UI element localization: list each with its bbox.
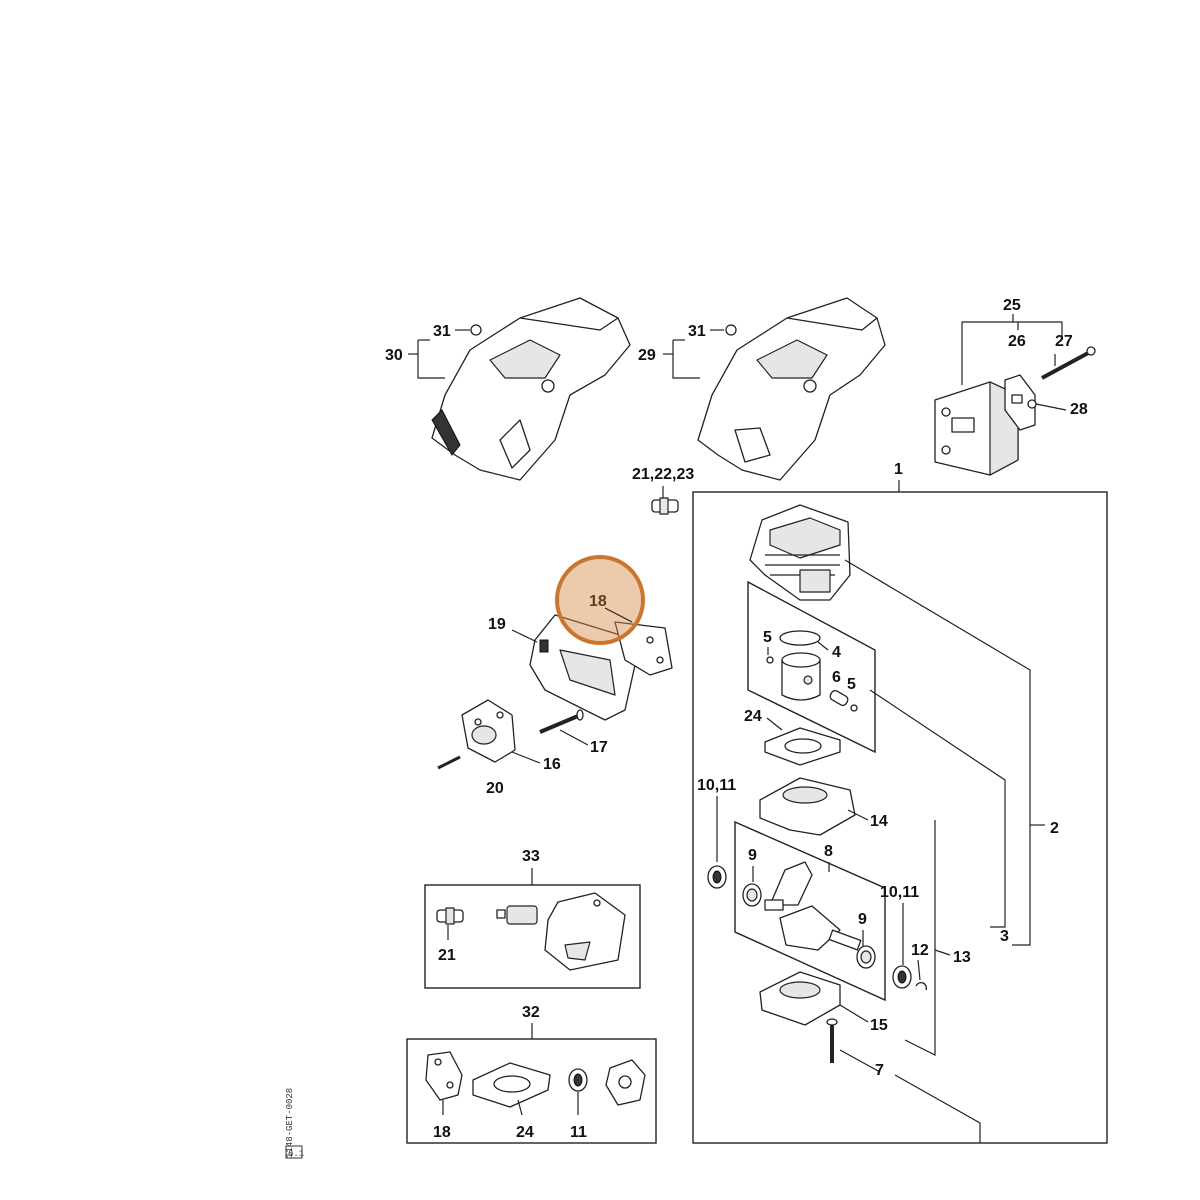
label-9-b: 9 xyxy=(858,911,867,928)
drawing-code-tag-box xyxy=(285,1145,303,1159)
screw-7[interactable] xyxy=(826,1018,838,1063)
screw-17[interactable] xyxy=(539,709,584,734)
shroud-29[interactable] xyxy=(697,297,886,481)
oil-seal-11-kit[interactable] xyxy=(568,1068,588,1092)
label-29: 29 xyxy=(638,347,656,364)
label-9-a: 9 xyxy=(748,847,757,864)
fuel-filter[interactable] xyxy=(496,905,538,925)
label-31-b: 31 xyxy=(688,323,706,340)
label-21-22-23: 21,22,23 xyxy=(632,466,694,483)
label-30: 30 xyxy=(385,347,403,364)
label-19: 19 xyxy=(488,616,506,633)
label-5-a: 5 xyxy=(763,629,772,646)
label-10-11-a: 10,11 xyxy=(697,777,736,794)
label-17: 17 xyxy=(590,739,608,756)
gasket-18-part[interactable] xyxy=(614,621,673,676)
gasket-26[interactable] xyxy=(1004,374,1036,431)
label-3: 3 xyxy=(1000,928,1009,945)
fuel-nipple-21[interactable] xyxy=(436,907,464,925)
shroud-30[interactable] xyxy=(431,297,631,481)
gasket-kit-part[interactable] xyxy=(605,1059,646,1106)
drawing-code: 1148-GET-0028 xyxy=(285,1088,295,1158)
circlip-5a[interactable] xyxy=(766,656,774,664)
label-18-b: 18 xyxy=(433,1124,451,1141)
circlip-12[interactable] xyxy=(915,982,928,991)
label-7: 7 xyxy=(875,1062,884,1079)
crankcase-lower-15[interactable] xyxy=(759,971,841,1026)
label-11: 11 xyxy=(570,1124,587,1141)
screw-27[interactable] xyxy=(1041,346,1096,380)
label-10-11-b: 10,11 xyxy=(880,884,919,901)
assembly-box-1 xyxy=(692,491,1108,1144)
washer-28[interactable] xyxy=(1027,399,1037,409)
label-2: 2 xyxy=(1050,820,1059,837)
label-1: 1 xyxy=(894,461,903,478)
label-8: 8 xyxy=(824,843,833,860)
gasket-24-kit[interactable] xyxy=(472,1062,551,1108)
label-12: 12 xyxy=(911,942,929,959)
label-27: 27 xyxy=(1055,333,1073,350)
label-13: 13 xyxy=(953,949,971,966)
circlip-5b[interactable] xyxy=(850,704,858,712)
oil-seal-10-11-a[interactable] xyxy=(707,865,727,889)
kit-box-33 xyxy=(424,884,641,989)
screw-16[interactable] xyxy=(437,755,461,770)
label-18: 18 xyxy=(589,593,607,610)
piston-subbox xyxy=(747,580,876,754)
label-20: 20 xyxy=(486,780,504,797)
crankshaft-subbox xyxy=(734,820,886,1002)
crankshaft-8[interactable] xyxy=(764,861,862,951)
piston[interactable] xyxy=(781,652,821,701)
piston-ring-4[interactable] xyxy=(779,630,821,646)
piston-pin-6[interactable] xyxy=(829,689,850,707)
label-6: 6 xyxy=(832,669,841,686)
gasket-24[interactable] xyxy=(764,727,841,766)
label-21: 21 xyxy=(438,947,456,964)
label-14: 14 xyxy=(870,813,888,830)
label-16: 16 xyxy=(543,756,561,773)
label-15: 15 xyxy=(870,1017,888,1034)
gasket-18-kit[interactable] xyxy=(425,1051,463,1101)
crankcase-14[interactable] xyxy=(759,777,856,836)
label-24: 24 xyxy=(744,708,762,725)
kit-box-32 xyxy=(406,1038,657,1144)
drawing-code-tag: 6.1 xyxy=(288,1149,304,1159)
label-25: 25 xyxy=(1003,297,1021,314)
cylinder[interactable] xyxy=(749,504,851,601)
oil-seal-10-11-b[interactable] xyxy=(892,965,912,989)
carrier-20[interactable] xyxy=(461,699,516,763)
bearing-9-a[interactable] xyxy=(742,883,762,907)
cover-plate[interactable] xyxy=(544,892,626,971)
label-5-b: 5 xyxy=(847,676,856,693)
label-26: 26 xyxy=(1008,333,1026,350)
label-32: 32 xyxy=(522,1004,540,1021)
label-33: 33 xyxy=(522,848,540,865)
label-31-a: 31 xyxy=(433,323,451,340)
highlight-circle-18[interactable] xyxy=(555,555,645,645)
label-4: 4 xyxy=(832,644,841,661)
fuel-nipple-21-22-23[interactable] xyxy=(651,497,679,515)
label-28: 28 xyxy=(1070,401,1088,418)
bearing-9-b[interactable] xyxy=(856,945,876,969)
label-24-b: 24 xyxy=(516,1124,534,1141)
